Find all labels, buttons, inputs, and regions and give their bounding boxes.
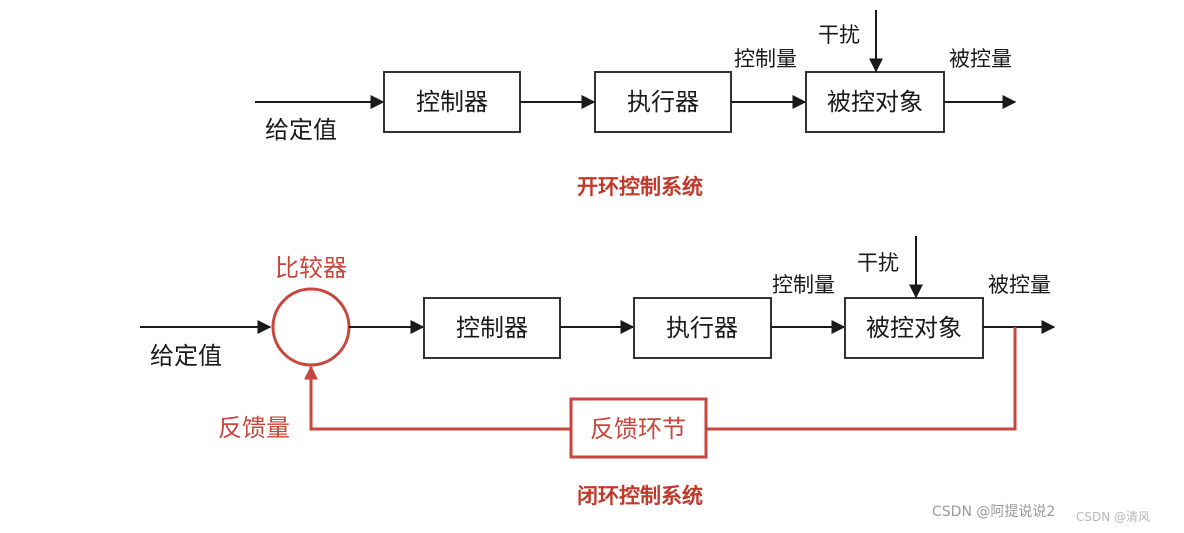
closed-plant-label: 被控对象 [866,314,962,342]
open-controlled-quantity-label: 被控量 [949,47,1012,71]
closed-plant-block [844,297,984,359]
open-loop-caption: 开环控制系统 [577,175,703,199]
open-loop-system: 给定值 控制器 执行器 控制量 被控对象 干扰 被控量 开环控制系统 [255,10,1017,199]
watermark-primary: CSDN @阿提说说2 [932,504,1055,520]
comparator-label: 比较器 [275,254,347,282]
closed-controlled-quantity-label: 被控量 [988,273,1051,297]
open-controller-label: 控制器 [416,88,488,116]
watermark-secondary: CSDN @清风 [1076,510,1150,524]
open-control-quantity-label: 控制量 [734,47,797,71]
open-plant-label: 被控对象 [827,88,923,116]
feedback-path-right [706,327,1017,431]
closed-control-quantity-label: 控制量 [772,273,835,297]
open-plant-block [805,71,945,133]
closed-loop-caption: 闭环控制系统 [577,484,703,508]
comparator-circle [271,287,351,367]
open-actuator-block [594,71,732,133]
open-input-label: 给定值 [265,116,337,144]
open-disturbance-label: 干扰 [818,23,860,47]
closed-loop-system: 给定值 比较器 控制器 执行器 控制量 被控对象 干扰 被控量 反馈环节 反馈量 [140,236,1056,508]
feedback-quantity-label: 反馈量 [218,414,290,442]
closed-controller-label: 控制器 [456,314,528,342]
open-actuator-label: 执行器 [627,88,699,116]
feedback-path-left [304,365,571,431]
closed-actuator-label: 执行器 [666,314,738,342]
closed-disturbance-label: 干扰 [857,251,899,275]
closed-input-label: 给定值 [150,342,222,370]
feedback-block-label: 反馈环节 [590,415,686,443]
closed-controller-block [423,297,561,359]
